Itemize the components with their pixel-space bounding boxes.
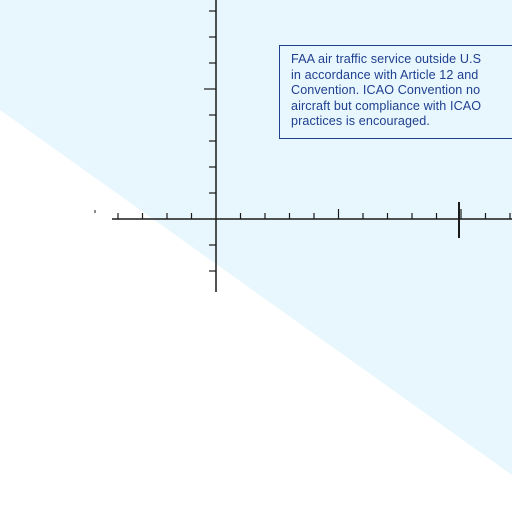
- note-line-1: FAA air traffic service outside U.S: [291, 52, 482, 66]
- lat-long-grid: [94, 0, 512, 292]
- airspace-shading: [0, 0, 512, 475]
- note-line-5: practices is encouraged.: [291, 114, 430, 129]
- note-line-3: Convention. ICAO Convention no: [291, 83, 481, 98]
- airspace-note-box: FAA air traffic service outside U.S in a…: [279, 45, 512, 139]
- note-line-4: aircraft but compliance with ICAO: [291, 98, 482, 113]
- note-line-2: in accordance with Article 12 and: [291, 67, 479, 82]
